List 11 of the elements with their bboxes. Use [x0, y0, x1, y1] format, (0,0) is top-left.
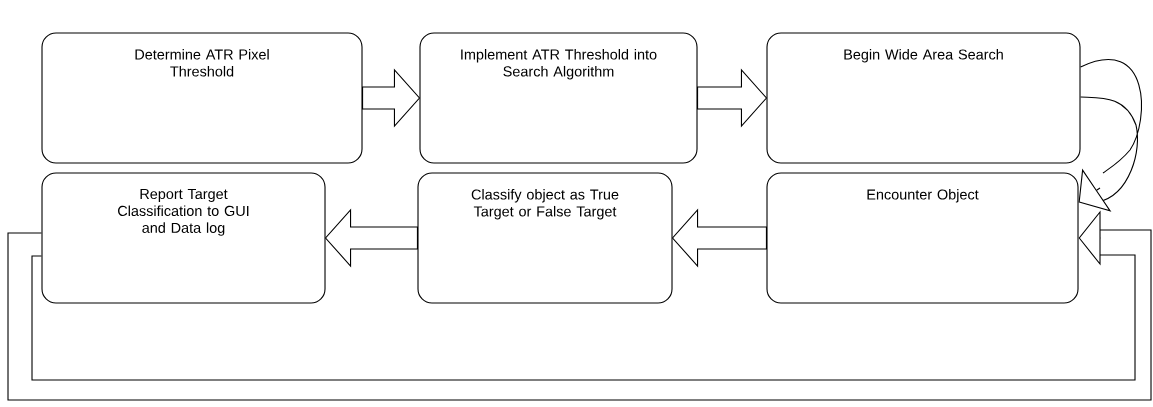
block-arrow [362, 68, 421, 128]
process-box: Determine ATR Pixel Threshold [41, 32, 363, 164]
block-arrow [671, 208, 767, 268]
block-arrow [324, 208, 418, 268]
block-arrow [697, 68, 768, 128]
process-box: Encounter Object [766, 172, 1079, 304]
process-box: Begin Wide Area Search [766, 32, 1081, 164]
block-arrow [1078, 59, 1143, 212]
process-box: Implement ATR Threshold into Search Algorithm [419, 32, 698, 164]
process-box: Report Target Classification to GUI and Data log [41, 172, 326, 304]
process-box: Classify object as True Target or False Target [417, 172, 673, 304]
